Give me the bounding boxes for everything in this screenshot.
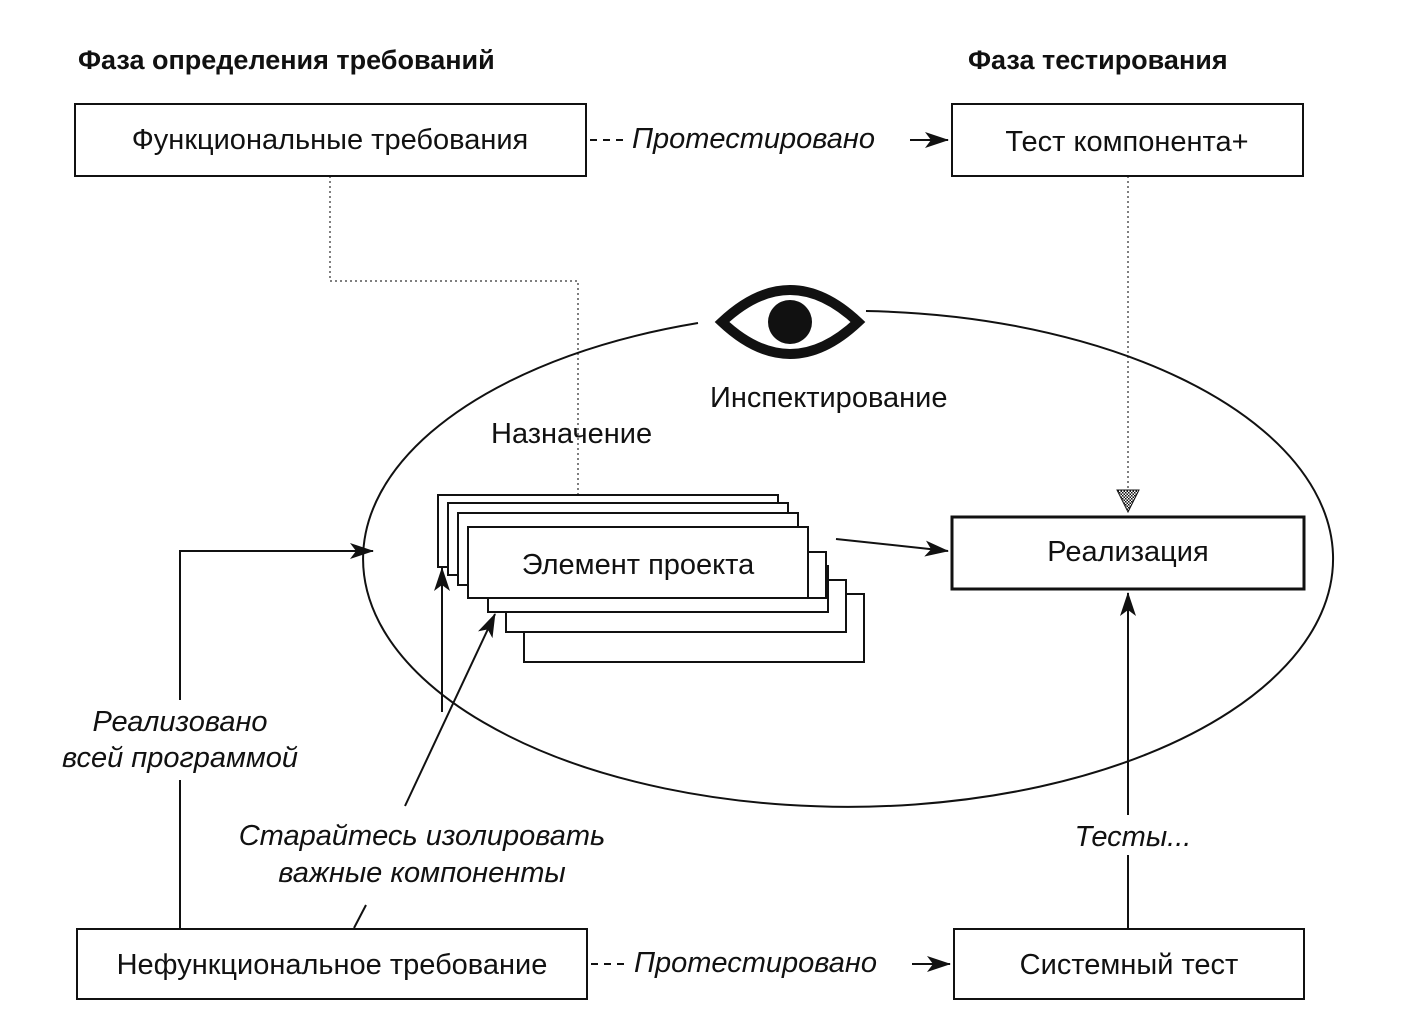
nonfunctional-requirement-box (76, 928, 588, 1000)
eye-icon (714, 285, 866, 359)
design-to-implementation-arrow (835, 538, 949, 557)
functional-requirements-label: Функциональные требования (132, 124, 528, 156)
assignment-label: Назначение (491, 418, 652, 450)
inspection-ellipse (362, 310, 1335, 808)
component-test-box (951, 103, 1304, 177)
assignment-trace-line (329, 176, 579, 503)
tests-label-bg (1060, 815, 1210, 855)
implementation-box (950, 515, 1306, 591)
inspection-label: Инспектирование (710, 382, 948, 414)
implemented-whole-program-arrow (179, 543, 374, 930)
component-test-arrowhead (1116, 489, 1140, 514)
requirements-phase-header: Фаза определения требований (78, 45, 495, 75)
implemented-label-line2: всей программой (62, 742, 298, 774)
implemented-label-line1: Реализовано (92, 706, 267, 738)
tested-bottom-label: Протестировано (634, 947, 877, 979)
implemented-label-bg (40, 700, 330, 780)
tests-label: Тесты... (1075, 821, 1192, 853)
isolate-label-line2: важные компоненты (278, 857, 565, 889)
isolate-label-line1: Старайтесь изолировать (239, 820, 606, 852)
design-element-stack (437, 494, 865, 663)
design-element-label: Элемент проекта (522, 549, 755, 581)
testing-phase-header: Фаза тестирования (968, 45, 1228, 75)
system-test-label: Системный тест (1020, 949, 1239, 981)
isolate-note-connector (353, 904, 367, 929)
isolate-arrow-2 (404, 613, 496, 807)
system-test-box (953, 928, 1305, 1000)
implementation-label: Реализация (1047, 536, 1208, 568)
functional-requirements-box (74, 103, 587, 177)
tested-top-label: Протестировано (632, 123, 875, 155)
nonfunctional-requirement-label: Нефункциональное требование (117, 949, 548, 981)
component-test-label: Тест компонента+ (1005, 126, 1248, 158)
design-element-box (467, 526, 809, 599)
